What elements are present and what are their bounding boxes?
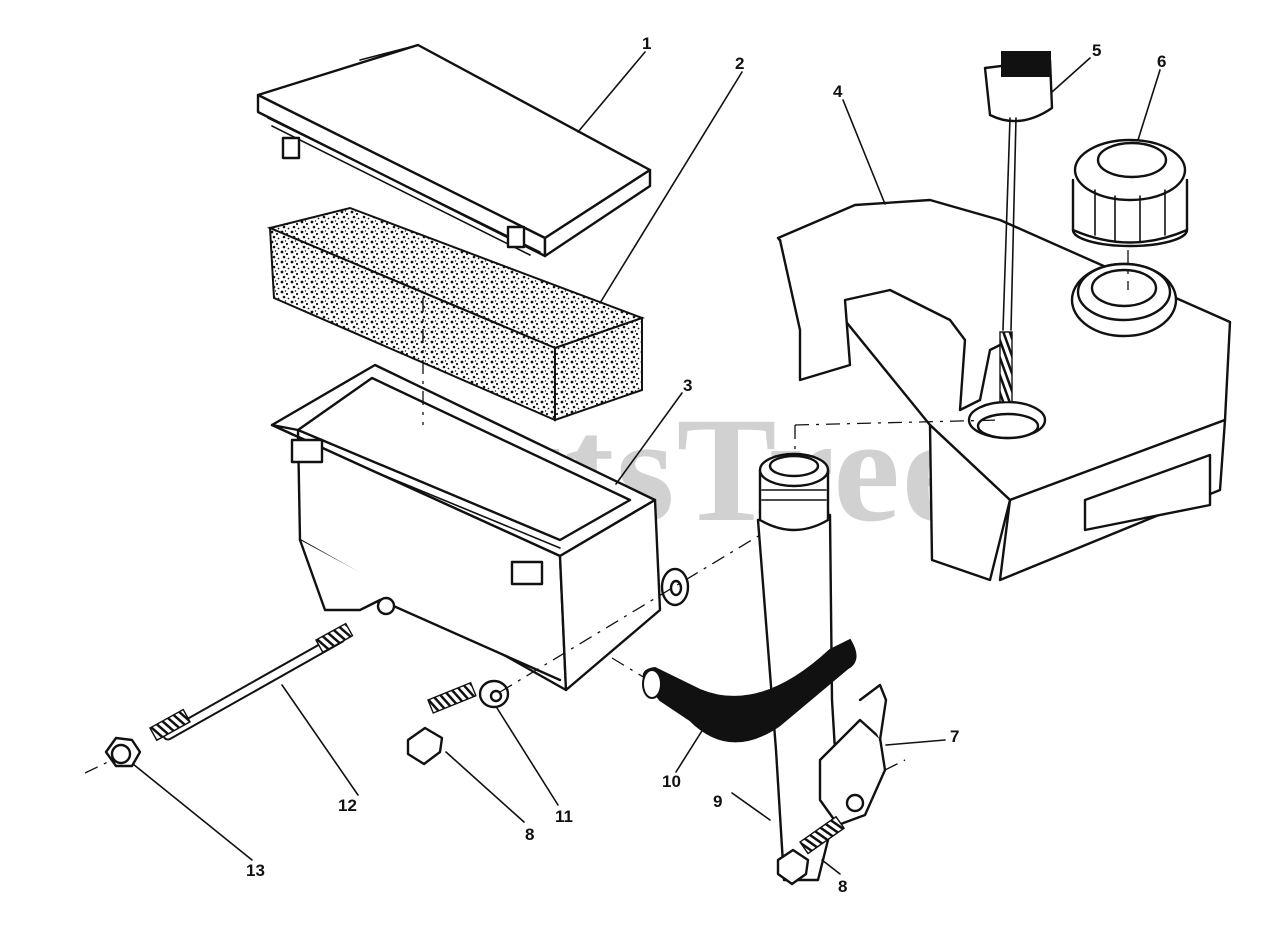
callout-8-left: 8	[525, 825, 534, 844]
callout-7: 7	[950, 727, 959, 746]
part-bolt-right	[776, 815, 846, 886]
part-dipstick	[983, 51, 1054, 403]
callout-12: 12	[338, 796, 357, 815]
part-bracket	[818, 683, 888, 827]
callout-13: 13	[246, 861, 265, 880]
callout-10: 10	[662, 772, 681, 791]
part-fuel-cap	[1070, 138, 1189, 338]
part-hose	[642, 638, 857, 743]
callout-6: 6	[1157, 52, 1166, 71]
callout-5: 5	[1092, 41, 1101, 60]
callout-8-right: 8	[838, 877, 847, 896]
callout-2: 2	[735, 54, 744, 73]
part-stud	[149, 622, 354, 742]
part-air-cleaner-base	[270, 363, 690, 692]
part-washer	[478, 679, 510, 709]
callout-1: 1	[642, 34, 651, 53]
callout-3: 3	[683, 376, 692, 395]
callout-labels: 1 2 3 4 5 6 7 8 8 9 10 11 12 13	[246, 34, 1166, 896]
part-bolt-left	[406, 681, 477, 766]
part-nut	[104, 736, 142, 768]
assembly-centerlines	[84, 298, 1001, 774]
callout-4: 4	[833, 82, 843, 101]
callout-9: 9	[713, 792, 722, 811]
leader-lines	[132, 51, 1161, 875]
part-foam-filter	[266, 206, 645, 422]
callout-11: 11	[555, 807, 573, 826]
part-air-cleaner-cover	[256, 43, 652, 258]
